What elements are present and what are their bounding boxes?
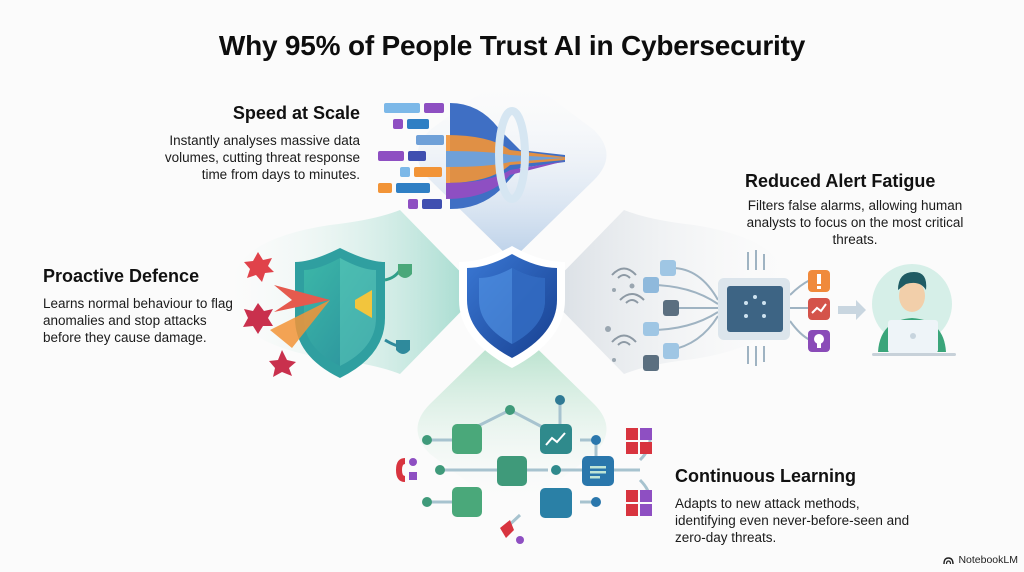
section-body: Learns normal behaviour to flag anomalie… (43, 296, 233, 345)
page-title: Why 95% of People Trust AI in Cybersecur… (218, 30, 806, 61)
analyst-avatar (872, 264, 956, 356)
threat-fragment-icon (396, 428, 652, 544)
section-body: Filters false alarms, allowing human ana… (746, 198, 964, 247)
shield-deflect-icon (243, 248, 412, 378)
section-heading: Speed at Scale (232, 103, 360, 123)
notebooklm-icon (943, 556, 955, 564)
center-shield-icon (459, 246, 565, 368)
ai-chip-filter-icon (605, 250, 811, 371)
section-speed-at-scale: Speed at Scale Instantly analyses massiv… (150, 103, 360, 183)
section-continuous-learning: Continuous Learning Adapts to new attack… (675, 466, 915, 546)
section-heading: Continuous Learning (675, 466, 856, 486)
section-heading: Reduced Alert Fatigue (745, 171, 936, 191)
alert-output-icon (808, 270, 830, 292)
section-reduced-alert-fatigue: Reduced Alert Fatigue Filters false alar… (745, 171, 965, 248)
section-proactive-defence: Proactive Defence Learns normal behaviou… (43, 266, 243, 346)
arrow-icon (838, 300, 866, 320)
trend-output-icon (808, 298, 830, 320)
data-funnel-icon (378, 103, 565, 209)
section-heading: Proactive Defence (43, 266, 200, 286)
neural-network-icon (396, 395, 652, 544)
brand-label: NotebookLM (958, 554, 1018, 566)
lightbulb-output-icon (808, 330, 830, 352)
brand-watermark: NotebookLM (943, 554, 1018, 566)
section-body: Instantly analyses massive data volumes,… (164, 133, 360, 182)
section-body: Adapts to new attack methods, identifyin… (675, 496, 910, 545)
